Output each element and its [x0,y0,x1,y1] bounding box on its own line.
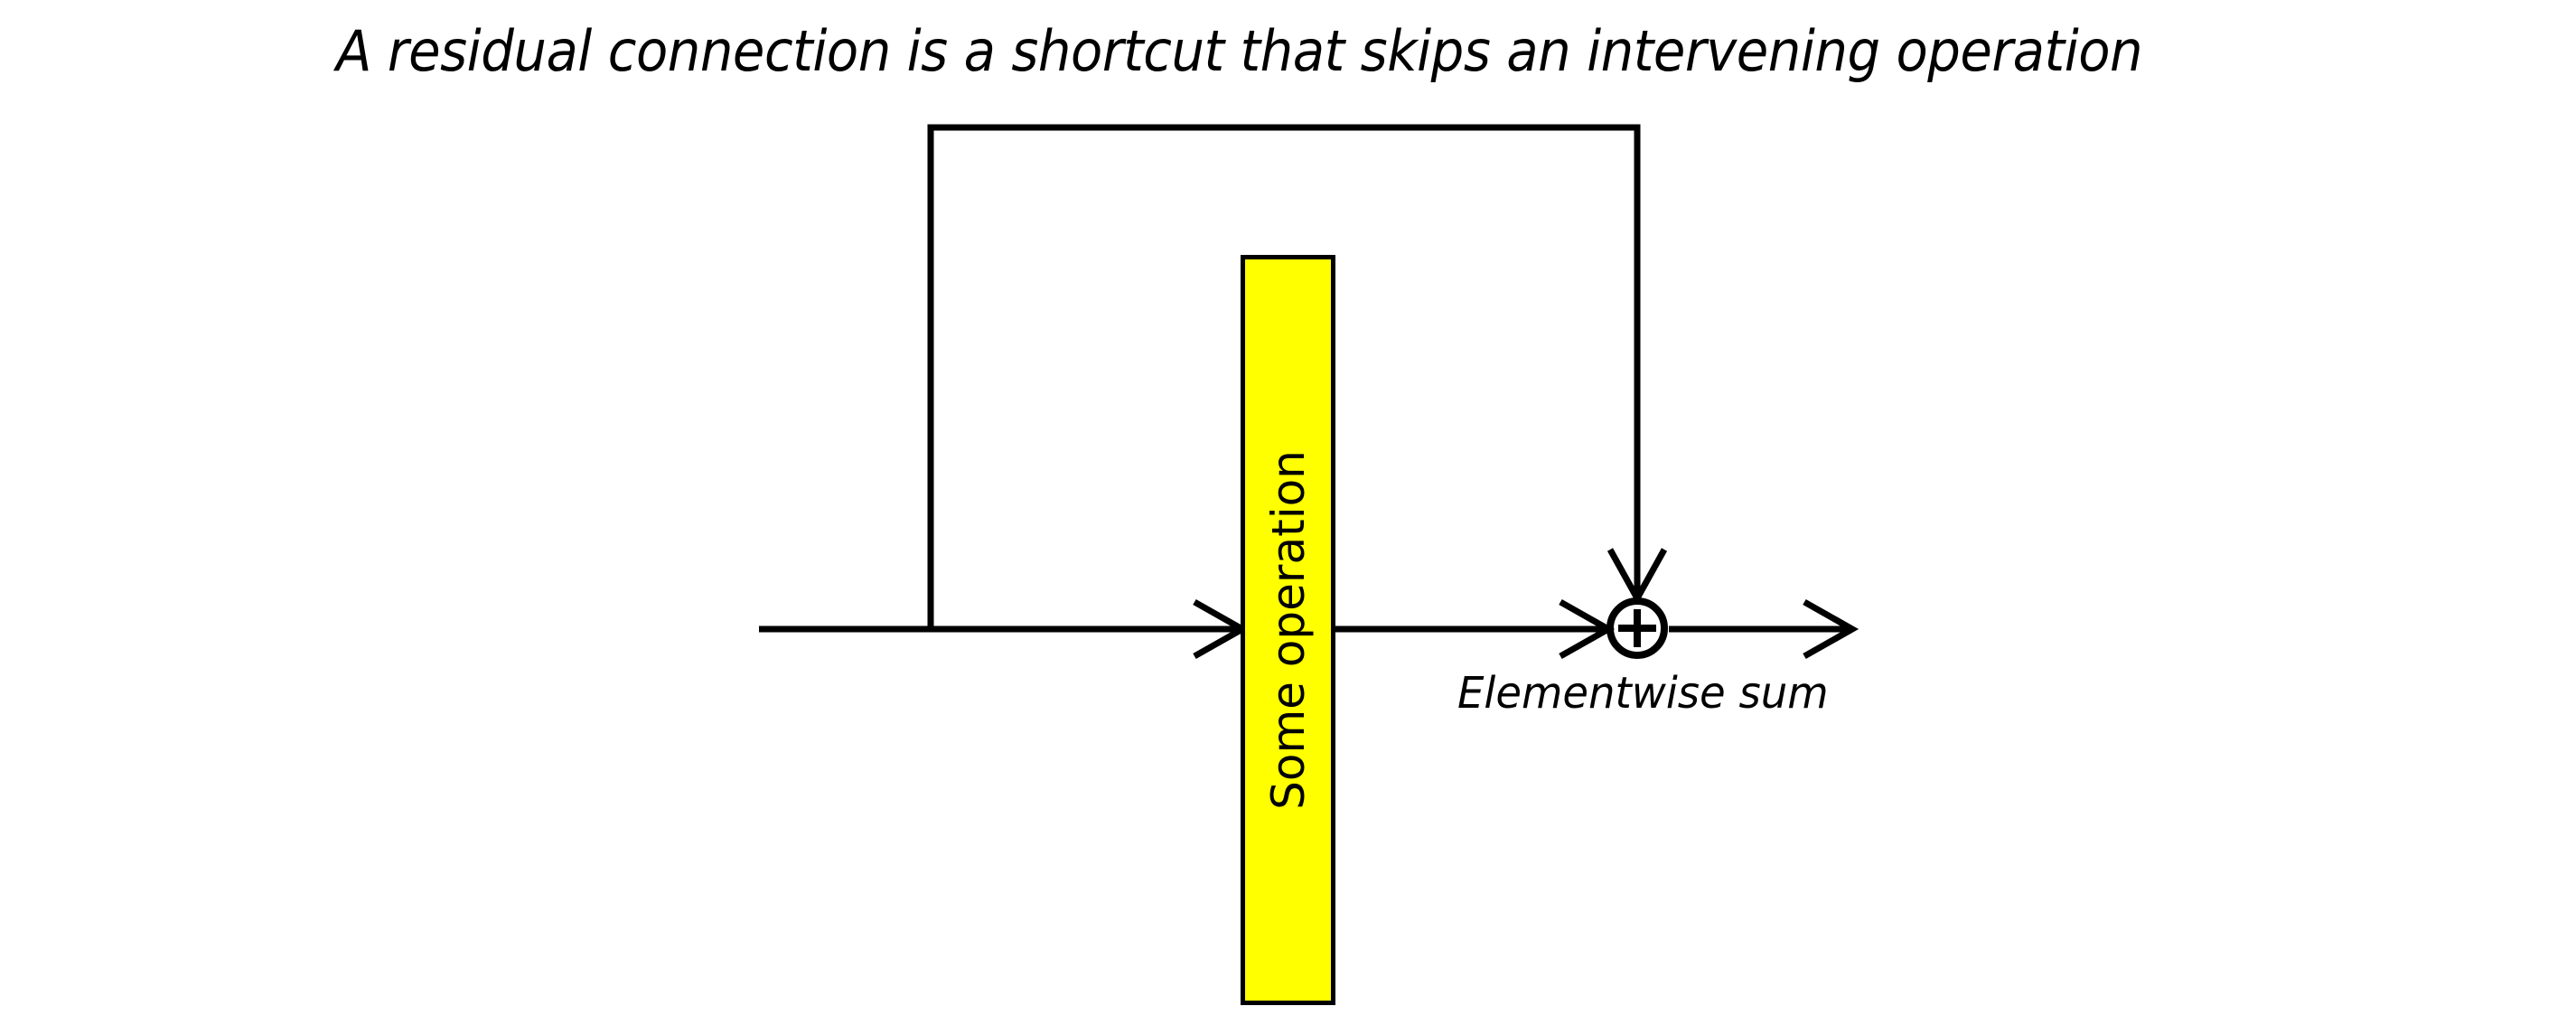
page-title: A residual connection is a shortcut that… [336,18,2143,84]
skip-connection-path [927,124,1641,629]
operation-block: Some operation [1241,255,1335,1005]
operation-block-label: Some operation [1261,450,1315,810]
elementwise-sum-caption: Elementwise sum [1457,668,1829,719]
output-line-arrowhead [1803,598,1859,660]
elementwise-sum-icon [1606,597,1668,659]
